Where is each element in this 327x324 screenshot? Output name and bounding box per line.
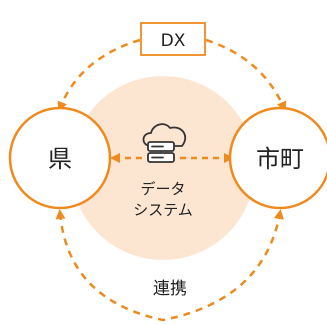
center-label-line-2: システム [133,201,193,219]
center-label-line-1: データ [140,180,185,198]
right-node-circle [228,106,327,210]
left-node-label: 県 [48,145,72,173]
dx-arrow-right [205,38,287,112]
linkage-arc-arrow [55,209,284,322]
cloud-server-icon [142,123,187,163]
dx-box [140,22,206,56]
dx-arrow-left [57,38,141,112]
dx-label: DX [161,31,186,51]
left-node-circle [8,106,112,210]
right-node-label: 市町 [256,145,304,173]
linkage-label: 連携 [153,279,187,299]
